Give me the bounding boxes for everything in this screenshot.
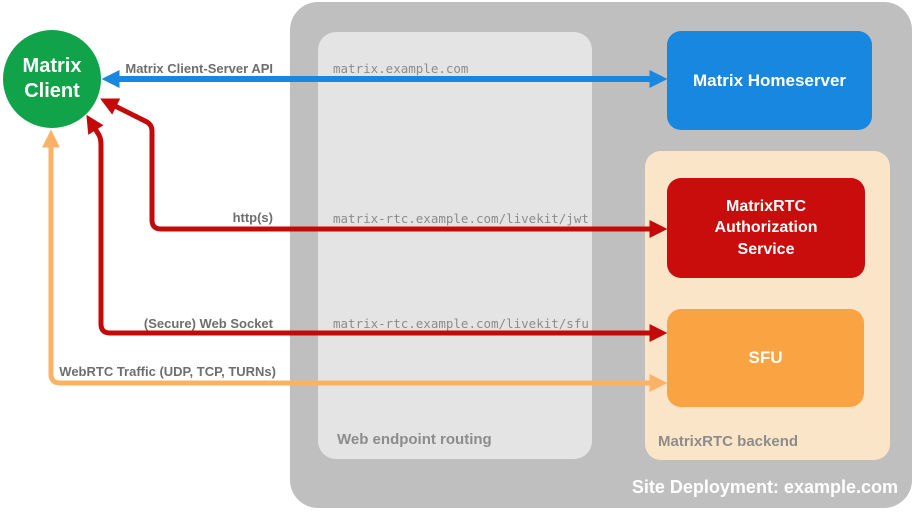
route-livekit-jwt: matrix-rtc.example.com/livekit/jwt [333,211,589,226]
websocket-label: (Secure) Web Socket [143,316,273,331]
web-endpoint-routing-caption: Web endpoint routing [337,431,492,448]
matrix-client-node: Matrix Client [3,30,101,128]
http-label: http(s) [232,210,273,225]
web-endpoint-routing-panel: Web endpoint routing [318,32,592,459]
sfu-node: SFU [667,309,864,407]
site-deployment-caption: Site Deployment: example.com [631,477,898,497]
matrixrtc-auth-service-label: MatrixRTC Authorization Service [714,197,818,258]
matrixrtc-backend-caption: MatrixRTC backend [658,433,799,450]
webrtc-traffic-label: WebRTC Traffic (UDP, TCP, TURNs) [59,364,276,379]
matrix-client-label-line1: Matrix [22,55,82,77]
matrixrtc-auth-service-node: MatrixRTC Authorization Service [667,178,865,278]
matrix-homeserver-label: Matrix Homeserver [692,70,847,90]
matrix-client-label-line2: Client [24,80,80,102]
sfu-label: SFU [748,348,783,367]
route-livekit-sfu: matrix-rtc.example.com/livekit/sfu [333,316,589,331]
matrix-homeserver-node: Matrix Homeserver [667,31,872,130]
client-server-api-label: Matrix Client-Server API [125,61,273,76]
route-matrix-example-com: matrix.example.com [333,61,469,76]
